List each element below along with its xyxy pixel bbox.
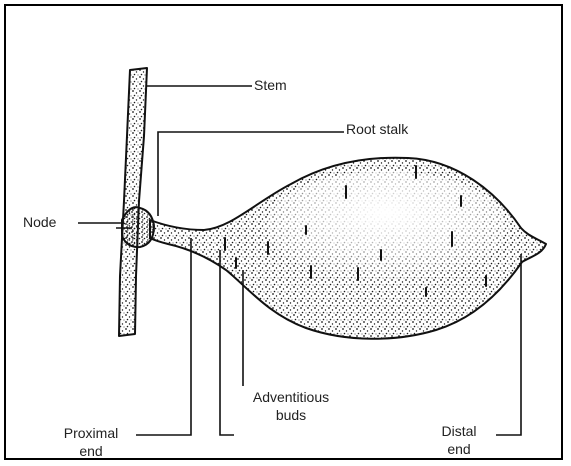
distal-end-label: Distal end (424, 422, 494, 458)
stem-shape (119, 68, 147, 336)
adventitious-buds-label-line1: Adventitious (236, 388, 346, 406)
proximal-end-leader (136, 238, 191, 435)
proximal-end-label-line1: Proximal (36, 424, 146, 442)
adventitious-buds-leader-1 (220, 250, 234, 435)
proximal-end-label: Proximal end (36, 424, 146, 460)
stem-label: Stem (254, 76, 287, 94)
tuberous-root-shape (150, 158, 546, 339)
root-stalk-label: Root stalk (346, 120, 408, 138)
node-label: Node (23, 213, 56, 231)
adventitious-buds-label: Adventitious buds (236, 388, 346, 424)
adventitious-buds-label-line2: buds (236, 406, 346, 424)
proximal-end-label-line2: end (36, 442, 146, 460)
diagram-frame: Stem Root stalk Node Proximal end Advent… (4, 4, 563, 460)
distal-end-label-line2: end (424, 440, 494, 458)
distal-end-label-line1: Distal (424, 422, 494, 440)
